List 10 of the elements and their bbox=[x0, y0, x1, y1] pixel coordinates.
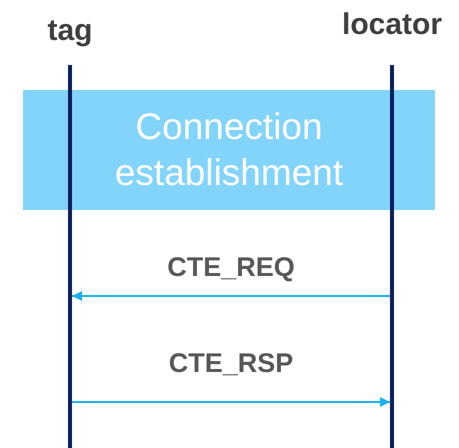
phase-title: Connection establishment bbox=[114, 105, 344, 195]
participant-label: locator bbox=[342, 8, 442, 42]
message-arrow bbox=[72, 291, 390, 301]
lifeline bbox=[390, 65, 394, 448]
message-label: CTE_REQ bbox=[167, 252, 295, 283]
phase-band bbox=[23, 90, 435, 210]
message-arrow bbox=[72, 397, 390, 407]
participant-label: tag bbox=[48, 14, 92, 48]
message-label: CTE_RSP bbox=[168, 348, 294, 379]
lifeline bbox=[68, 65, 72, 448]
